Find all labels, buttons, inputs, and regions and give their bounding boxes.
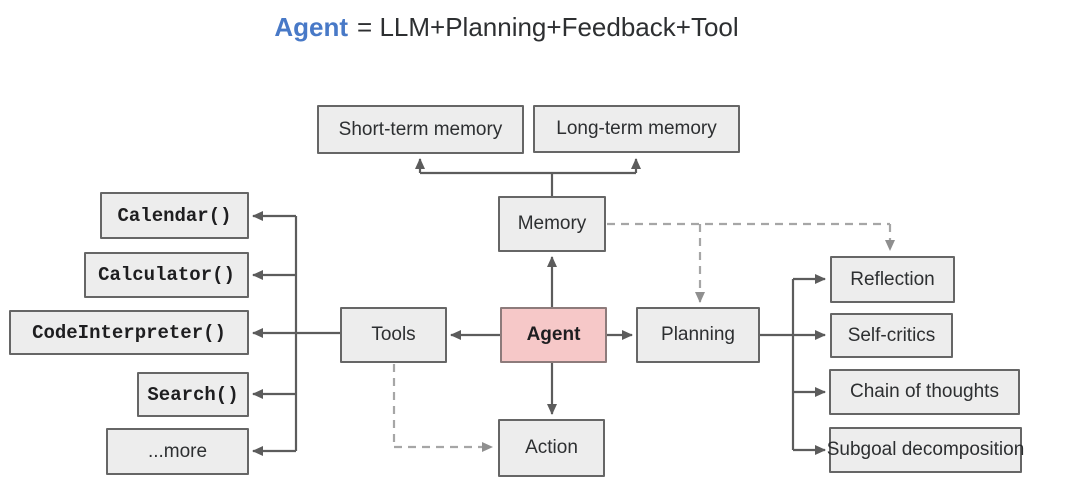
diagram-title: Agent = LLM+Planning+Feedback+Tool bbox=[0, 8, 1013, 46]
node-planning-label: Planning bbox=[661, 324, 735, 345]
node-search-tool: Search() bbox=[137, 372, 249, 417]
node-code-interpreter-label: CodeInterpreter() bbox=[32, 321, 226, 344]
node-calendar-tool: Calendar() bbox=[100, 192, 249, 239]
node-short-term-memory: Short-term memory bbox=[317, 105, 524, 154]
node-planning: Planning bbox=[636, 307, 760, 363]
node-short-term-memory-label: Short-term memory bbox=[338, 118, 503, 140]
node-subgoal-decomposition: Subgoal decomposition bbox=[826, 427, 1025, 473]
title-formula: = LLM+Planning+Feedback+Tool bbox=[357, 12, 739, 42]
node-tools: Tools bbox=[340, 307, 447, 363]
node-action: Action bbox=[498, 419, 605, 477]
node-long-term-memory: Long-term memory bbox=[533, 105, 740, 153]
node-subgoal-decomposition-label: Subgoal decomposition bbox=[826, 439, 1025, 460]
node-memory: Memory bbox=[498, 196, 606, 252]
node-reflection: Reflection bbox=[830, 256, 955, 303]
node-code-interpreter-tool: CodeInterpreter() bbox=[9, 310, 249, 355]
node-agent-label: Agent bbox=[526, 324, 581, 345]
node-calculator-label: Calculator() bbox=[98, 264, 235, 286]
node-chain-of-thoughts: Chain of thoughts bbox=[829, 369, 1020, 415]
node-long-term-memory-label: Long-term memory bbox=[556, 118, 717, 139]
node-search-label: Search() bbox=[147, 383, 239, 406]
node-reflection-label: Reflection bbox=[850, 268, 935, 290]
node-calendar-label: Calendar() bbox=[117, 204, 232, 227]
title-agent-word: Agent bbox=[274, 12, 349, 42]
node-calculator-tool: Calculator() bbox=[84, 252, 249, 298]
node-tools-label: Tools bbox=[371, 324, 416, 345]
node-memory-label: Memory bbox=[517, 213, 587, 234]
node-action-label: Action bbox=[525, 437, 578, 458]
node-self-critics-label: Self-critics bbox=[847, 324, 936, 346]
node-more-label: ...more bbox=[147, 440, 208, 462]
node-more-tools: ...more bbox=[106, 428, 249, 475]
node-self-critics: Self-critics bbox=[830, 313, 953, 358]
node-chain-of-thoughts-label: Chain of thoughts bbox=[850, 381, 999, 402]
node-agent: Agent bbox=[500, 307, 607, 363]
